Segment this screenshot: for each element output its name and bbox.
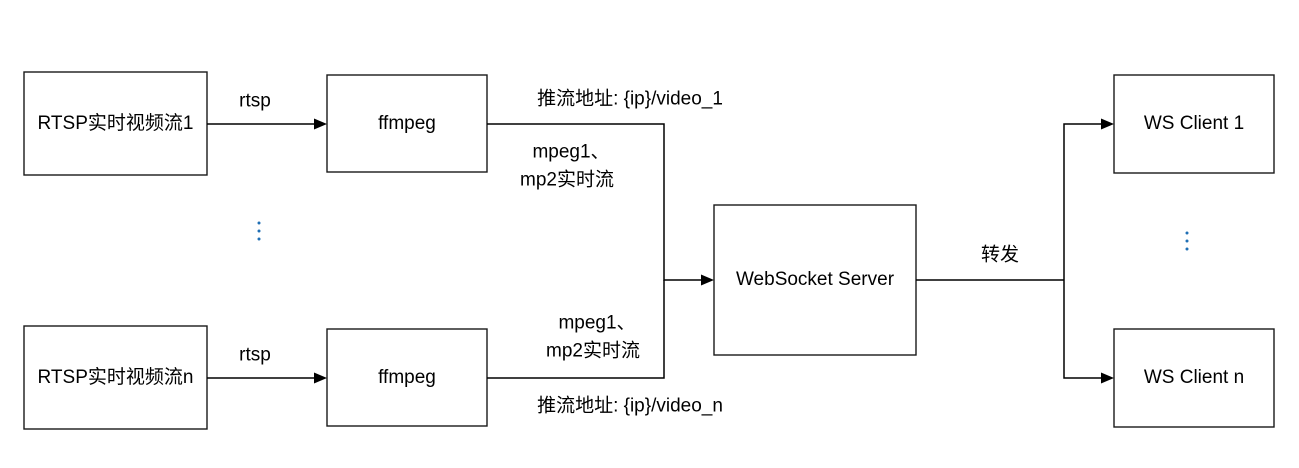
edge-label-stream-codec-bottom-line1: mpeg1、 <box>558 312 636 334</box>
node-label-rtsp-stream-1: RTSP实时视频流1 <box>37 112 194 134</box>
arrowhead-branch-to-ws-client-1 <box>1101 118 1114 130</box>
edge-branch-to-ws-client-1 <box>1063 123 1106 280</box>
node-box-ffmpeg-bottom[interactable] <box>326 328 488 427</box>
edge-label-stream-codec-top-line1: mpeg1、 <box>532 141 610 163</box>
edge-label-push-url-top: 推流地址: {ip}/video_1 <box>537 88 723 110</box>
edge-label-forward: 转发 <box>980 244 1020 266</box>
vertical-ellipsis-icon-left <box>257 221 261 241</box>
edge-label-rtsp-bottom: rtsp <box>239 344 271 366</box>
edge-ffmpeg-bottom-to-wsserver <box>487 280 665 379</box>
node-box-websocket-server[interactable] <box>713 204 917 356</box>
node-label-rtsp-stream-n: RTSP实时视频流n <box>37 366 194 388</box>
node-box-rtsp-stream-1[interactable] <box>23 71 208 176</box>
node-box-ws-client-1[interactable] <box>1113 74 1275 174</box>
node-label-ffmpeg-top: ffmpeg <box>378 112 436 134</box>
node-label-ws-client-n: WS Client n <box>1143 367 1245 389</box>
vertical-ellipsis-icon-right <box>1185 231 1189 251</box>
node-box-rtsp-stream-n[interactable] <box>23 325 208 430</box>
edge-branch-to-ws-client-n <box>1063 280 1106 379</box>
node-label-ffmpeg-bottom: ffmpeg <box>378 366 436 388</box>
edge-label-stream-codec-top-line2: mp2实时流 <box>520 169 614 191</box>
node-label-ws-client-1: WS Client 1 <box>1143 113 1245 135</box>
arrowhead-rtsp1-to-ffmpeg <box>314 118 327 130</box>
node-label-websocket-server: WebSocket Server <box>735 269 895 291</box>
node-box-ffmpeg-top[interactable] <box>326 74 488 173</box>
edge-label-rtsp-top: rtsp <box>239 90 271 112</box>
arrowhead-rtspn-to-ffmpeg <box>314 372 327 384</box>
node-box-ws-client-n[interactable] <box>1113 328 1275 428</box>
arrowhead-ffmpeg-top-to-wsserver <box>701 274 714 286</box>
edge-label-stream-codec-bottom-line2: mp2实时流 <box>546 340 640 362</box>
edge-ffmpeg-top-to-wsserver <box>487 123 706 281</box>
arrowhead-branch-to-ws-client-n <box>1101 372 1114 384</box>
edge-label-push-url-bottom: 推流地址: {ip}/video_n <box>537 395 723 417</box>
